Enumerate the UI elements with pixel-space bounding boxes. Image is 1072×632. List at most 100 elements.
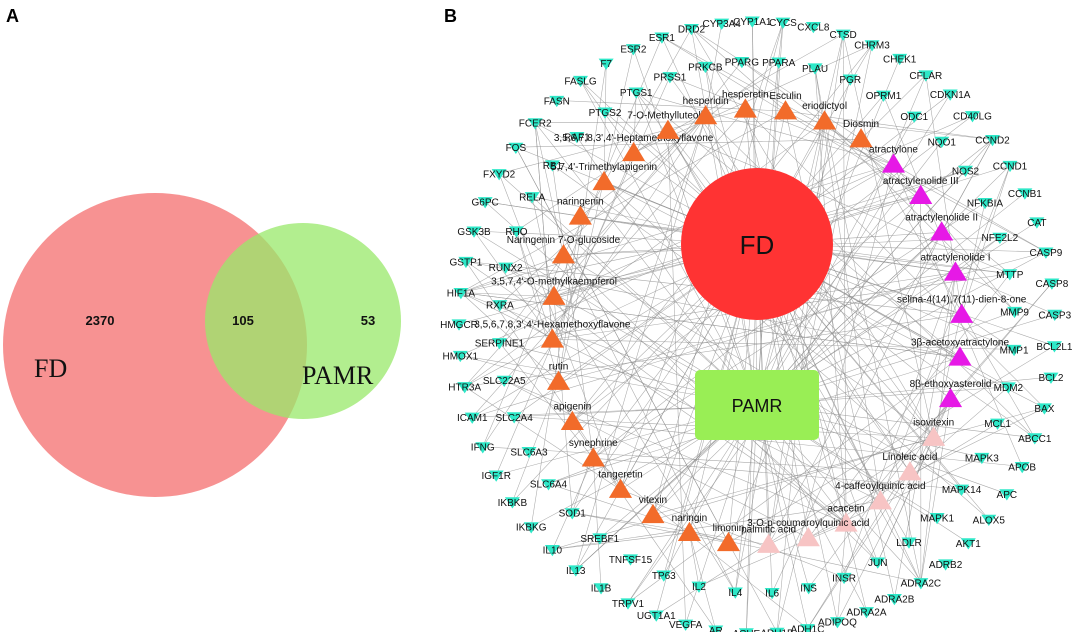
- compound-label: naringin: [672, 513, 708, 524]
- target-node-ugt1a1: UGT1A1: [637, 610, 676, 622]
- network-edge: [552, 437, 934, 550]
- target-node-gsk3b: GSK3B: [457, 226, 491, 238]
- target-label: RELA: [519, 193, 545, 204]
- compound-marker: [551, 244, 576, 264]
- target-marker: [491, 338, 507, 350]
- target-node-jun: JUN: [868, 557, 887, 569]
- compound-marker: [938, 387, 963, 408]
- target-label: PGR: [839, 75, 861, 86]
- network-edge: [756, 170, 966, 406]
- target-marker: [1014, 462, 1030, 474]
- compound-label: Esculin: [769, 91, 801, 102]
- compound-node-apigenin: apigenin: [553, 402, 591, 430]
- target-marker: [451, 319, 467, 331]
- target-label: ODC1: [900, 112, 928, 123]
- target-label: CTSD: [830, 30, 857, 41]
- target-node-ccnb1: CCNB1: [1008, 188, 1042, 200]
- compound-label: 7-O-Methylluteolin: [627, 111, 708, 122]
- target-marker: [622, 554, 638, 566]
- network-edge: [593, 202, 986, 459]
- compound-node-3-5-6-7-8-3-4-heptamethoxyflavone: 3,5,6,7,8,3',4'-Heptamethoxyflavone: [554, 133, 714, 162]
- compound-label: eriodictyol: [802, 101, 847, 112]
- network-edge: [563, 255, 736, 593]
- network-edge: [552, 339, 1015, 350]
- target-node-prss1: PRSS1: [654, 72, 687, 84]
- target-node-esr1: ESR1: [649, 32, 675, 44]
- target-marker: [593, 583, 609, 595]
- target-marker: [954, 484, 970, 496]
- target-label: UGT1A1: [637, 611, 676, 622]
- target-marker: [598, 58, 614, 70]
- compound-node-hesperidin: hesperidin: [683, 96, 729, 125]
- compound-node-eriodictyol: eriodictyol: [802, 101, 847, 130]
- target-marker: [654, 32, 670, 44]
- target-label: INS: [800, 584, 817, 595]
- target-label: ADRA2C: [901, 579, 942, 590]
- target-marker: [836, 572, 852, 585]
- target-label: CYP3A4: [703, 19, 742, 30]
- compound-label: 4-caffeoylquinic acid: [835, 481, 925, 492]
- target-node-adra2c: ADRA2C: [901, 578, 942, 590]
- network-edge: [572, 512, 769, 545]
- panel-a-letter: A: [6, 6, 19, 26]
- compound-node-acacetin: acacetin: [827, 503, 865, 532]
- target-marker: [1043, 372, 1059, 384]
- target-marker: [1047, 309, 1063, 322]
- target-marker: [568, 565, 584, 577]
- target-node-ppara: PPARA: [762, 57, 796, 69]
- target-node-ache: ACHE: [732, 628, 761, 632]
- network-edge: [593, 457, 808, 629]
- target-node-mapk14: MAPK14: [942, 484, 982, 496]
- target-marker: [886, 594, 902, 606]
- venn-pamr-label: PAMR: [302, 361, 374, 390]
- target-node-srebf1: SREBF1: [580, 533, 620, 545]
- target-node-bcl2: BCL2: [1038, 372, 1064, 384]
- target-node-ifng: IFNG: [471, 442, 495, 454]
- target-marker: [620, 598, 636, 610]
- network-edge: [691, 28, 862, 140]
- target-label: GSK3B: [457, 227, 491, 238]
- compound-marker: [694, 104, 718, 125]
- compound-label: acacetin: [827, 503, 864, 514]
- target-label: IL6: [765, 589, 779, 600]
- target-label: APC: [997, 490, 1018, 501]
- target-label: PPARA: [762, 58, 795, 69]
- compound-label: Naringenin 7-O-glucoside: [507, 235, 621, 246]
- network-edge: [580, 80, 758, 406]
- compound-node-esculin: Esculin: [769, 91, 802, 120]
- compound-node-5-7-4-trimethylapigenin: 5,7,4'-Trimethylapigenin: [551, 162, 657, 191]
- target-node-odc1: ODC1: [900, 111, 929, 123]
- target-node-mapk1: MAPK1: [920, 512, 954, 524]
- compound-label: 3,5,6,7,8,3',4'-Heptamethoxyflavone: [554, 133, 714, 144]
- target-label: ACHE: [732, 629, 760, 632]
- target-label: IL2: [692, 582, 706, 593]
- target-node-chrm3: CHRM3: [854, 40, 890, 52]
- target-label: NFKBIA: [967, 198, 1003, 209]
- network-edge: [515, 138, 862, 148]
- target-node-mmp1: MMP1: [1000, 344, 1029, 356]
- venn-overlap-count: 105: [232, 313, 254, 328]
- target-node-icam1: ICAM1: [457, 412, 488, 424]
- target-node-il2: IL2: [691, 581, 707, 593]
- target-label: TNFSF15: [609, 555, 653, 566]
- target-node-nfe2l2: NFE2L2: [982, 232, 1019, 244]
- network-edge: [498, 173, 621, 490]
- target-marker: [876, 90, 892, 102]
- network-edge: [768, 44, 873, 545]
- network-edge: [460, 292, 881, 502]
- target-node-pparg: PPARG: [725, 56, 759, 68]
- network-edge: [472, 109, 746, 418]
- target-label: PRSS1: [654, 73, 687, 84]
- target-node-mcl1: MCL1: [984, 418, 1011, 430]
- compound-marker: [813, 110, 837, 130]
- target-label: AKT1: [956, 539, 981, 550]
- target-label: FASLG: [564, 76, 596, 87]
- network-edge: [768, 139, 993, 545]
- target-label: CASP3: [1038, 310, 1071, 321]
- network-edge: [603, 181, 1045, 409]
- target-node-trpv1: TRPV1: [612, 598, 645, 610]
- target-label: JUN: [868, 558, 887, 569]
- network-edge: [553, 36, 663, 297]
- compound-node-naringenin-7-o-glucoside: Naringenin 7-O-glucoside: [507, 235, 621, 264]
- network-edge: [516, 230, 553, 340]
